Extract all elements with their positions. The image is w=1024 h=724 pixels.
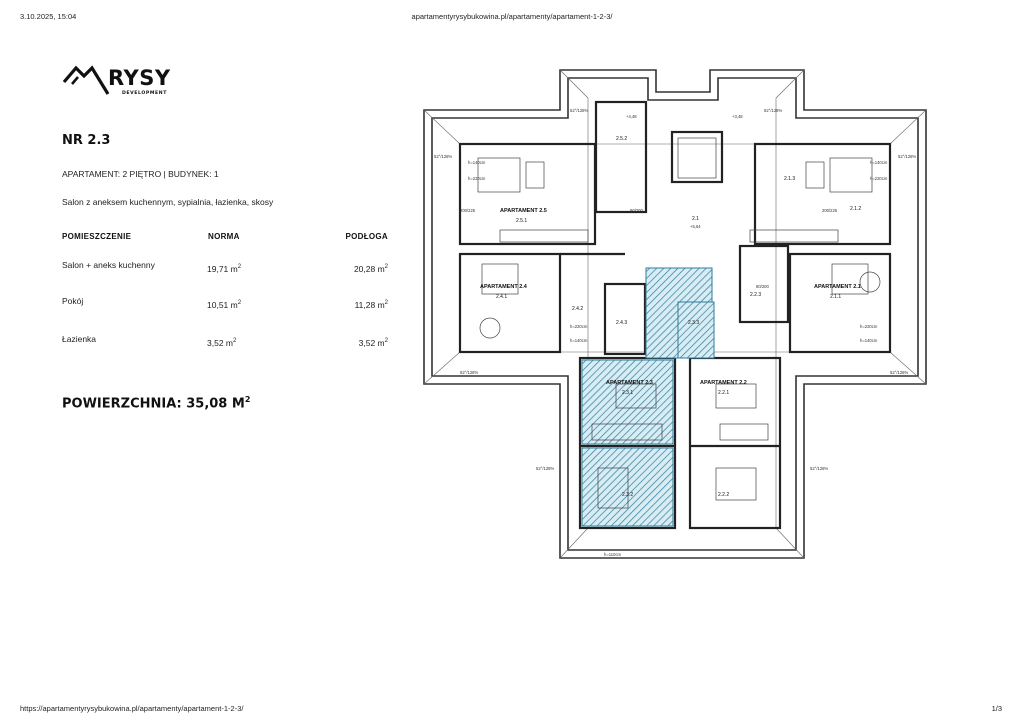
svg-text:h=140cm: h=140cm	[468, 160, 486, 165]
svg-text:2.5.2: 2.5.2	[616, 136, 627, 142]
svg-text:+5,64: +5,64	[690, 224, 701, 229]
svg-text:h=110cm: h=110cm	[604, 552, 622, 557]
svg-text:2.2.2: 2.2.2	[718, 492, 729, 498]
table-row: Salon + aneks kuchenny 19,71 m2 20,28 m2	[62, 260, 392, 280]
svg-text:2.3.1: 2.3.1	[622, 390, 633, 396]
apartment-description: Salon z aneksem kuchennym, sypialnia, ła…	[62, 197, 274, 207]
svg-text:2.3.2: 2.3.2	[622, 492, 633, 498]
svg-text:APARTAMENT 2.1: APARTAMENT 2.1	[814, 284, 861, 290]
room-floor-area: 11,28 m2	[354, 300, 388, 310]
floor-plan: APARTAMENT 2.5 APARTAMENT 2.4 APARTAMENT…	[423, 69, 927, 559]
svg-text:h=140cm: h=140cm	[870, 160, 888, 165]
table-header-room: POMIESZCZENIE	[62, 232, 132, 241]
svg-text:APARTAMENT 2.3: APARTAMENT 2.3	[606, 380, 653, 386]
svg-text:200/225: 200/225	[460, 208, 476, 213]
svg-text:52°/128%: 52°/128%	[810, 466, 828, 471]
logo-subtitle: DEVELOPMENT	[122, 91, 167, 96]
total-area: POWIERZCHNIA: 35,08 M2	[62, 395, 251, 412]
svg-text:2.1.3: 2.1.3	[784, 176, 795, 182]
highlighted-apartment-2-3	[581, 267, 715, 527]
table-header-norm: NORMA	[208, 232, 240, 241]
svg-text:APARTAMENT 2.2: APARTAMENT 2.2	[700, 380, 747, 386]
svg-text:2.1.2: 2.1.2	[850, 206, 861, 212]
svg-text:200/225: 200/225	[822, 208, 838, 213]
logo-name: RYSY	[108, 66, 171, 90]
table-row: Pokój 10,51 m2 11,28 m2	[62, 296, 392, 316]
svg-text:2.4.1: 2.4.1	[496, 294, 507, 300]
svg-text:h=140cm: h=140cm	[860, 338, 878, 343]
svg-text:2.5.1: 2.5.1	[516, 218, 527, 224]
svg-text:h=220cm: h=220cm	[870, 176, 888, 181]
room-floor-area: 20,28 m2	[353, 264, 388, 274]
print-url-footer: https://apartamentyrysybukowina.pl/apart…	[20, 704, 244, 713]
svg-text:2.2.3: 2.2.3	[750, 292, 761, 298]
svg-text:APARTAMENT 2.4: APARTAMENT 2.4	[480, 284, 528, 290]
svg-text:APARTAMENT 2.5: APARTAMENT 2.5	[500, 208, 547, 214]
svg-text:2.1: 2.1	[692, 216, 699, 222]
rysy-mountain-logo-icon	[62, 65, 110, 95]
room-name: Łazienka	[62, 334, 97, 344]
print-datetime: 3.10.2025, 15:04	[20, 12, 77, 21]
svg-text:52°/128%: 52°/128%	[764, 108, 782, 113]
svg-text:2.4.2: 2.4.2	[572, 306, 583, 312]
svg-text:52°/128%: 52°/128%	[570, 108, 588, 113]
svg-text:h=220cm: h=220cm	[860, 324, 878, 329]
apartment-floor-building: APARTAMENT: 2 PIĘTRO | BUDYNEK: 1	[62, 169, 219, 179]
room-norm-area: 19,71 m2	[207, 264, 242, 274]
page-number: 1/3	[991, 704, 1002, 713]
svg-text:2.2.1: 2.2.1	[718, 390, 729, 396]
svg-text:2.3.3: 2.3.3	[688, 320, 699, 326]
room-name: Salon + aneks kuchenny	[62, 260, 155, 270]
svg-text:52°/128%: 52°/128%	[536, 466, 554, 471]
svg-text:90/200: 90/200	[630, 208, 643, 213]
svg-text:h=220cm: h=220cm	[468, 176, 486, 181]
svg-text:52°/128%: 52°/128%	[460, 370, 478, 375]
svg-text:+3,48: +3,48	[732, 114, 743, 119]
apartment-number: NR 2.3	[62, 133, 111, 148]
svg-text:2.4.3: 2.4.3	[616, 320, 627, 326]
print-url-header: apartamentyrysybukowina.pl/apartamenty/a…	[411, 12, 613, 21]
table-row: Łazienka 3,52 m2 3,52 m2	[62, 334, 392, 354]
svg-text:+4,48: +4,48	[626, 114, 637, 119]
room-norm-area: 3,52 m2	[207, 338, 237, 348]
svg-text:h=140cm: h=140cm	[570, 338, 588, 343]
svg-text:h=220cm: h=220cm	[570, 324, 588, 329]
room-floor-area: 3,52 m2	[358, 338, 388, 348]
room-name: Pokój	[62, 296, 84, 306]
svg-text:2.1.1: 2.1.1	[830, 294, 841, 300]
svg-text:80/200: 80/200	[756, 284, 769, 289]
room-norm-area: 10,51 m2	[207, 300, 242, 310]
svg-text:52°/128%: 52°/128%	[890, 370, 908, 375]
svg-text:52°/128%: 52°/128%	[898, 154, 916, 159]
svg-text:52°/128%: 52°/128%	[434, 154, 452, 159]
table-header-floor: PODŁOGA	[345, 232, 388, 241]
